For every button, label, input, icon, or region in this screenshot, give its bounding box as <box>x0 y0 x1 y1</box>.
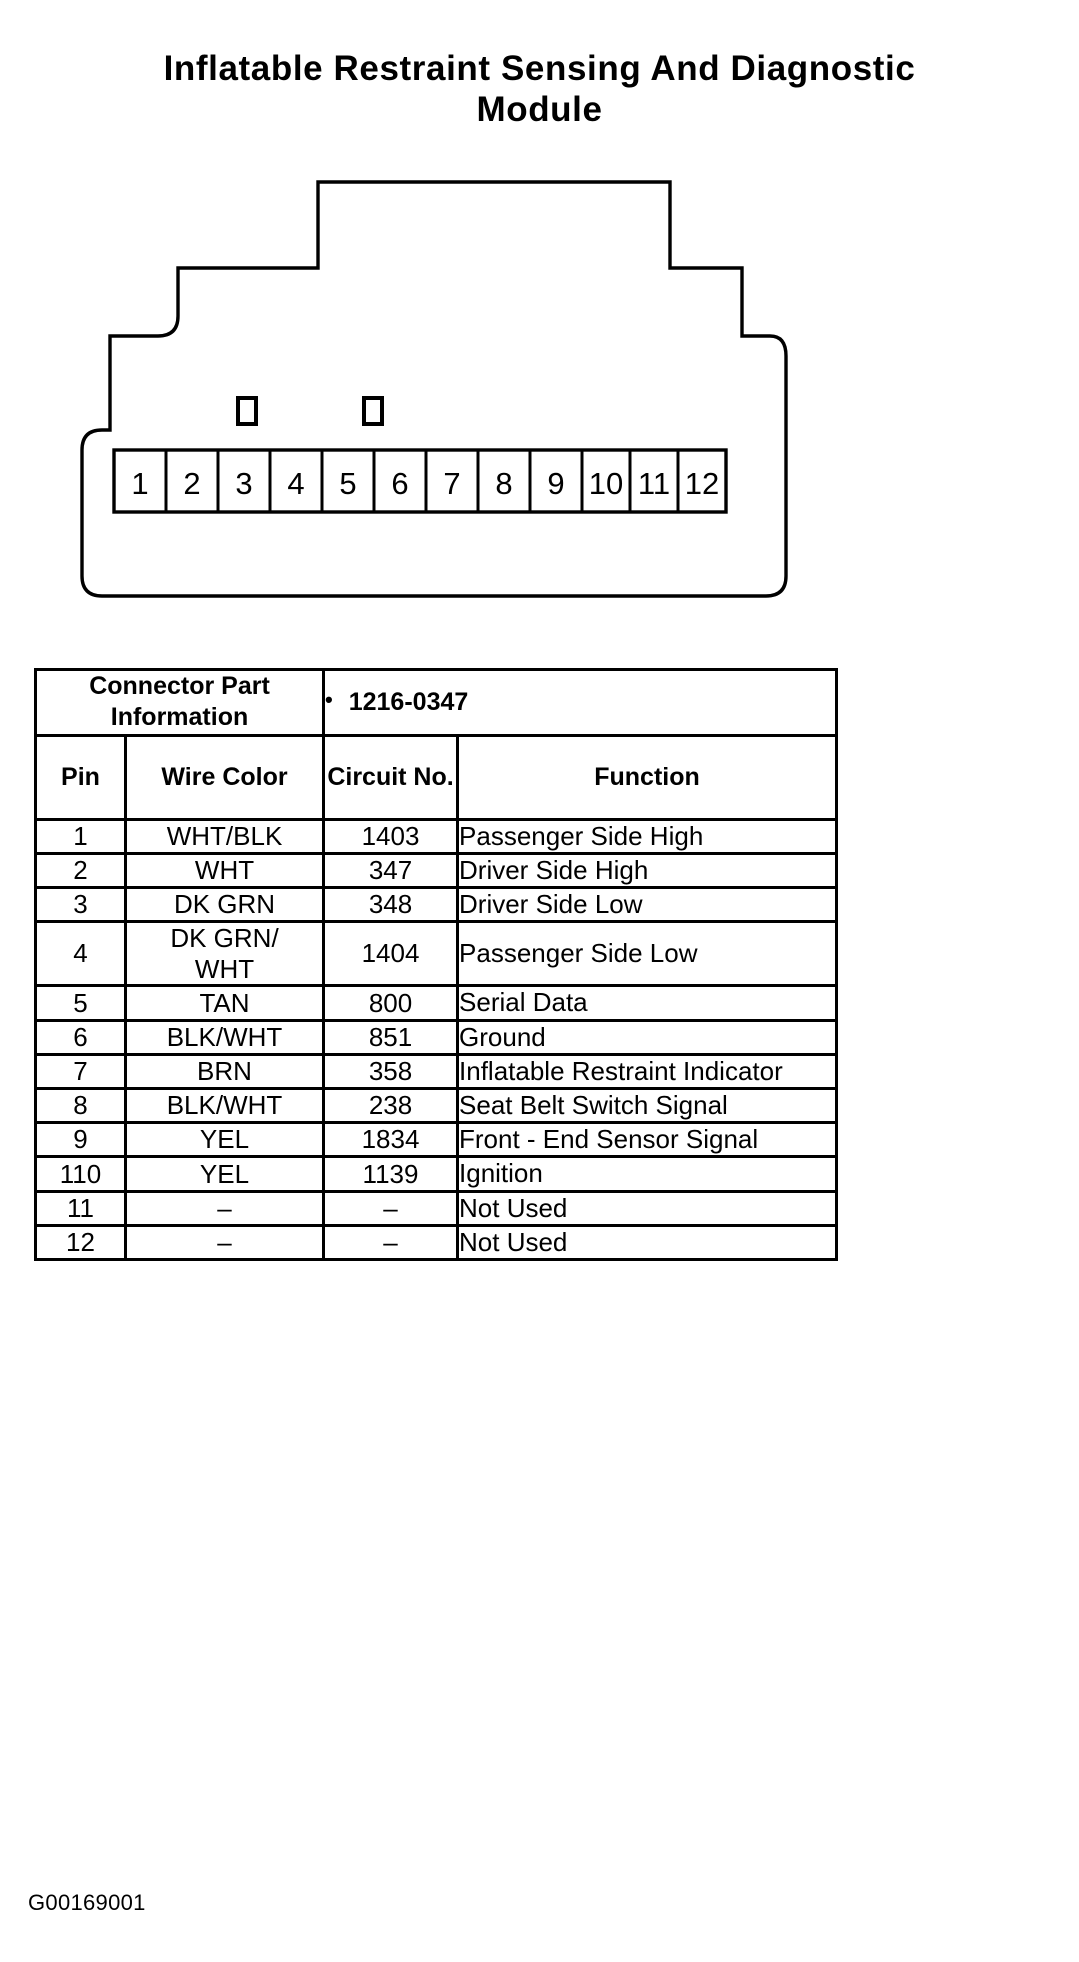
cell-wire-color: BLK/WHT <box>123 1018 326 1056</box>
cell-wire-color: YEL <box>123 1121 326 1159</box>
cell-circuit-no: 358 <box>322 1052 460 1090</box>
figure-reference-code: G00169001 <box>28 1890 146 1915</box>
cell-function: Ground <box>456 1018 838 1056</box>
page-title: Inflatable Restraint Sensing And Diagnos… <box>163 49 916 130</box>
cell-wire-color: DK GRN/WHT <box>123 920 326 988</box>
cell-circuit-no: 348 <box>322 885 460 924</box>
keyway-slot-left <box>236 396 258 426</box>
table-header-row: Pin Wire Color Circuit No. Function <box>34 733 838 821</box>
pin-strip: 1 2 3 4 5 6 7 8 9 10 11 12 <box>112 448 728 514</box>
table-row: 11––Not Used <box>34 1189 838 1227</box>
cell-wire-color: – <box>123 1189 326 1227</box>
column-header-wire-color: Wire Color <box>123 733 326 821</box>
cell-function: Not Used <box>456 1189 838 1227</box>
cell-pin: 4 <box>34 920 127 988</box>
cell-circuit-no: 800 <box>322 984 460 1022</box>
cell-pin: 110 <box>34 1155 127 1193</box>
cell-circuit-no: – <box>322 1223 460 1261</box>
cell-pin: 6 <box>34 1018 127 1056</box>
cell-wire-color: DK GRN <box>123 885 326 924</box>
cell-circuit-no: 1139 <box>322 1155 460 1193</box>
pin-number-11: 11 <box>638 466 670 501</box>
cell-pin: 12 <box>34 1223 127 1261</box>
pin-number-7: 7 <box>443 466 460 501</box>
cell-wire-color: – <box>123 1223 326 1261</box>
pin-assignment-table: Connector Part Information • 1216-0347 Pi… <box>33 668 838 1261</box>
cell-circuit-no: 1403 <box>322 817 460 855</box>
pin-number-1: 1 <box>131 466 148 501</box>
pin-number-12: 12 <box>685 466 719 501</box>
cell-pin: 7 <box>34 1052 127 1090</box>
connector-diagram: 1 2 3 4 5 6 7 8 9 10 11 12 <box>70 160 810 620</box>
connector-body-outline <box>82 182 786 596</box>
cell-pin: 11 <box>34 1189 127 1227</box>
cell-pin: 5 <box>34 984 127 1022</box>
cell-circuit-no: – <box>322 1189 460 1227</box>
cell-wire-color: YEL <box>123 1155 326 1193</box>
cell-wire-color: WHT <box>123 851 326 889</box>
bullet-icon: • <box>325 687 333 713</box>
pin-number-8: 8 <box>495 466 512 501</box>
cell-circuit-no: 238 <box>322 1086 460 1125</box>
cell-circuit-no: 1404 <box>322 920 460 988</box>
cell-function: Front - End Sensor Signal <box>456 1121 838 1159</box>
connector-part-number-cell: • 1216-0347 <box>322 668 838 737</box>
cell-function: Not Used <box>456 1223 838 1261</box>
cell-function: Driver Side Low <box>456 885 838 924</box>
cell-wire-color: BRN <box>123 1052 326 1090</box>
table-row: 12––Not Used <box>34 1223 838 1261</box>
cell-function: Seat Belt Switch Signal <box>456 1086 838 1125</box>
pin-number-9: 9 <box>547 466 564 501</box>
cell-function: Passenger Side Low <box>456 920 838 988</box>
pin-number-3: 3 <box>235 466 252 501</box>
pin-number-4: 4 <box>287 466 304 501</box>
cell-pin: 8 <box>34 1086 127 1125</box>
pin-number-6: 6 <box>391 466 408 501</box>
cell-pin: 2 <box>34 851 127 889</box>
cell-pin: 3 <box>34 885 127 924</box>
connector-part-information-label: Connector Part Information <box>33 668 326 737</box>
pin-number-5: 5 <box>339 466 356 501</box>
keyway-slot-right <box>362 396 384 426</box>
connector-part-number: 1216-0347 <box>348 688 469 717</box>
pin-number-2: 2 <box>183 466 200 501</box>
cell-circuit-no: 347 <box>322 851 460 889</box>
cell-function: Serial Data <box>456 984 838 1022</box>
column-header-pin: Pin <box>34 733 127 821</box>
cell-wire-color: TAN <box>123 984 326 1022</box>
cell-wire-color: BLK/WHT <box>123 1086 326 1125</box>
cell-pin: 1 <box>34 817 127 855</box>
cell-function: Ignition <box>456 1155 838 1193</box>
pin-number-10: 10 <box>589 466 623 501</box>
connector-part-information-row: Connector Part Information • 1216-0347 <box>33 668 838 737</box>
cell-pin: 9 <box>34 1121 127 1159</box>
cell-circuit-no: 1834 <box>322 1121 460 1159</box>
cell-function: Driver Side High <box>456 851 838 889</box>
column-header-circuit-no: Circuit No. <box>322 733 460 821</box>
cell-function: Passenger Side High <box>456 817 838 855</box>
column-header-function: Function <box>456 733 838 821</box>
cell-function: Inflatable Restraint Indicator <box>456 1052 838 1090</box>
cell-circuit-no: 851 <box>322 1018 460 1056</box>
cell-wire-color: WHT/BLK <box>123 817 326 855</box>
